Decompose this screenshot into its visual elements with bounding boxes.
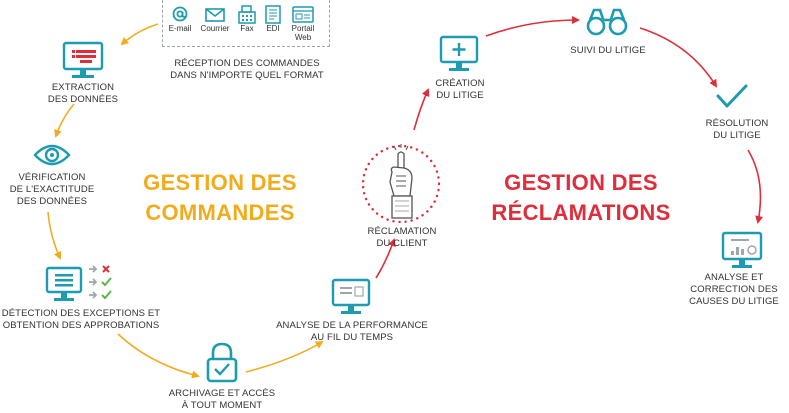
step-suivi-label: SUIVI DU LITIGE bbox=[570, 45, 646, 56]
detection-monitor-icon bbox=[45, 266, 83, 301]
arrow-archivage-to-analyse bbox=[245, 340, 324, 373]
order-formats-box bbox=[162, 0, 330, 47]
customer-hand-icon bbox=[361, 144, 441, 224]
format-label-edi: EDI bbox=[266, 24, 280, 33]
web-portal-icon bbox=[292, 6, 314, 23]
step-reception-label: RÉCEPTION DES COMMANDES DANS N'IMPORTE Q… bbox=[170, 58, 324, 81]
format-label-courrier: Courrier bbox=[200, 24, 230, 33]
step-creation-label: CRÉATION DU LITIGE bbox=[435, 78, 485, 101]
step-resolution-label: RÉSOLUTION DU LITIGE bbox=[705, 118, 769, 141]
format-label-fax: Fax bbox=[240, 24, 254, 33]
arrow-extraction-to-verification bbox=[54, 103, 75, 138]
title-gestion-reclamations: GESTION DES RÉCLAMATIONS bbox=[491, 170, 671, 225]
eye-icon bbox=[33, 144, 71, 166]
fax-icon bbox=[238, 5, 256, 24]
arrow-reception-to-extraction bbox=[120, 23, 159, 46]
step-analyse-performance-label: ANALYSE DE LA PERFORMANCE AU FIL DU TEMP… bbox=[276, 320, 428, 343]
performance-monitor-icon bbox=[331, 278, 371, 314]
arrow-resolution-to-analyse bbox=[747, 149, 764, 224]
arrow-reclamation-to-creation bbox=[413, 88, 430, 131]
at-sign-icon bbox=[172, 6, 188, 22]
analysis-monitor-icon bbox=[721, 231, 763, 268]
add-monitor-icon bbox=[439, 35, 479, 71]
step-analyse-correction-label: ANALYSE ET CORRECTION DES CAUSES DU LITI… bbox=[689, 272, 779, 307]
title-gestion-commandes: GESTION DES COMMANDES bbox=[143, 170, 297, 225]
arrow-analyse-to-reclamation bbox=[375, 238, 396, 279]
edi-document-icon bbox=[265, 5, 281, 24]
step-verification-label: VÉRIFICATION DE L'EXACTITUDE DES DONNÉES bbox=[9, 172, 95, 207]
step-reclamation-label: RÉCLAMATION DU CLIENT bbox=[367, 226, 437, 249]
extraction-monitor-icon bbox=[62, 41, 104, 78]
step-extraction-label: EXTRACTION DES DONNÉES bbox=[47, 82, 119, 105]
format-label-email: E-mail bbox=[168, 24, 192, 33]
step-archivage-label: ARCHIVAGE ET ACCÈS À TOUT MOMENT bbox=[168, 388, 276, 411]
envelope-icon bbox=[205, 8, 225, 22]
binoculars-icon bbox=[586, 8, 628, 36]
checkmark-icon bbox=[716, 84, 748, 108]
arrow-creation-to-suivi bbox=[485, 16, 580, 37]
step-detection-label: DÉTECTION DES EXCEPTIONS ET OBTENTION DE… bbox=[1, 308, 161, 331]
padlock-icon bbox=[206, 342, 238, 383]
arrow-suivi-to-resolution bbox=[639, 27, 718, 88]
arrow-verification-to-detection bbox=[47, 211, 62, 260]
approval-checks-icon bbox=[89, 265, 112, 300]
arrow-detection-to-archivage bbox=[117, 333, 200, 379]
format-label-portail-web: Portail Web bbox=[291, 24, 315, 42]
